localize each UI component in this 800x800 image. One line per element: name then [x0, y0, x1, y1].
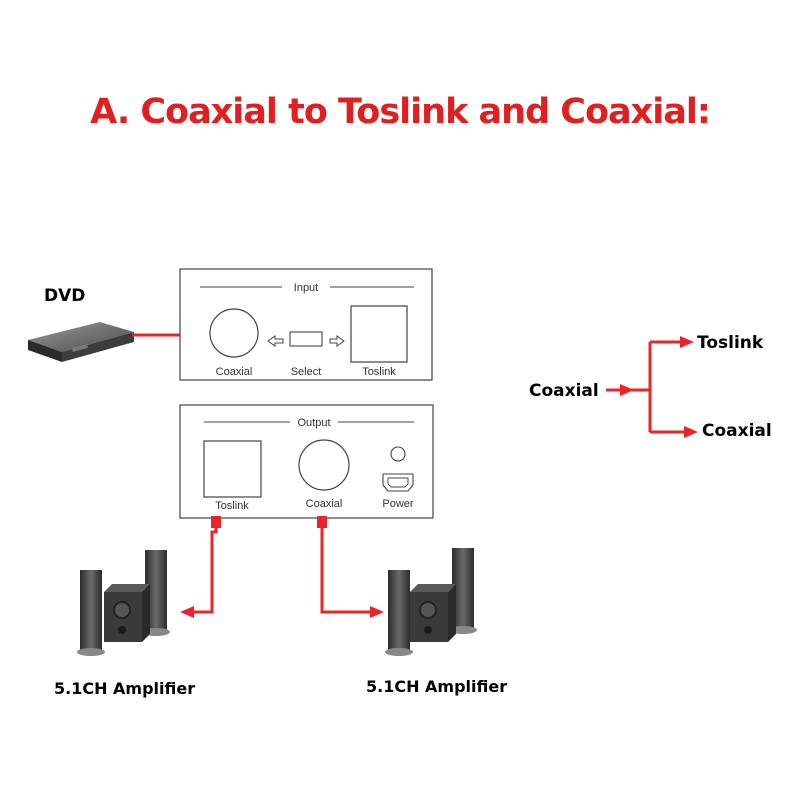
input-port-label: Coaxial [216, 366, 253, 378]
input-panel: Input Coaxial Select Toslink [179, 268, 433, 381]
amplifier-label: 5.1CH Amplifier [366, 677, 507, 696]
output-panel: Output Toslink Coaxial Power [179, 404, 434, 519]
coaxial-port-icon [209, 308, 259, 358]
speaker-system-icon [77, 550, 170, 656]
input-port-label: Toslink [362, 366, 396, 378]
coaxial-port-icon [298, 439, 350, 491]
toslink-port-icon [203, 440, 262, 498]
left-arrow-icon [267, 335, 284, 347]
page-title: A. Coaxial to Toslink and Coaxial: [90, 92, 711, 132]
input-port-label: Select [291, 366, 322, 378]
toslink-port-icon [350, 305, 408, 363]
output-heading: Output [297, 417, 330, 429]
output-port-label: Coaxial [306, 498, 343, 510]
dvd-player-icon [28, 322, 134, 362]
arrow-right-icon [684, 426, 698, 438]
coaxial-output-cable [317, 516, 384, 618]
signal-input-label: Coaxial [529, 381, 599, 401]
arrow-right-icon [680, 336, 694, 348]
power-port-icon [382, 446, 414, 492]
signal-output-label: Toslink [697, 333, 764, 353]
output-port-label: Power [382, 498, 414, 510]
input-heading: Input [294, 282, 318, 294]
speaker-system-icon [385, 548, 477, 656]
amplifier-label: 5.1CH Amplifier [54, 679, 195, 698]
dvd-label: DVD [44, 286, 85, 306]
toslink-output-cable [180, 516, 221, 618]
right-arrow-icon [329, 335, 345, 347]
select-button-icon [289, 331, 323, 347]
output-port-label: Toslink [215, 500, 249, 512]
signal-flow-diagram: Coaxial Toslink Coaxial [529, 333, 772, 441]
signal-output-label: Coaxial [702, 421, 772, 441]
